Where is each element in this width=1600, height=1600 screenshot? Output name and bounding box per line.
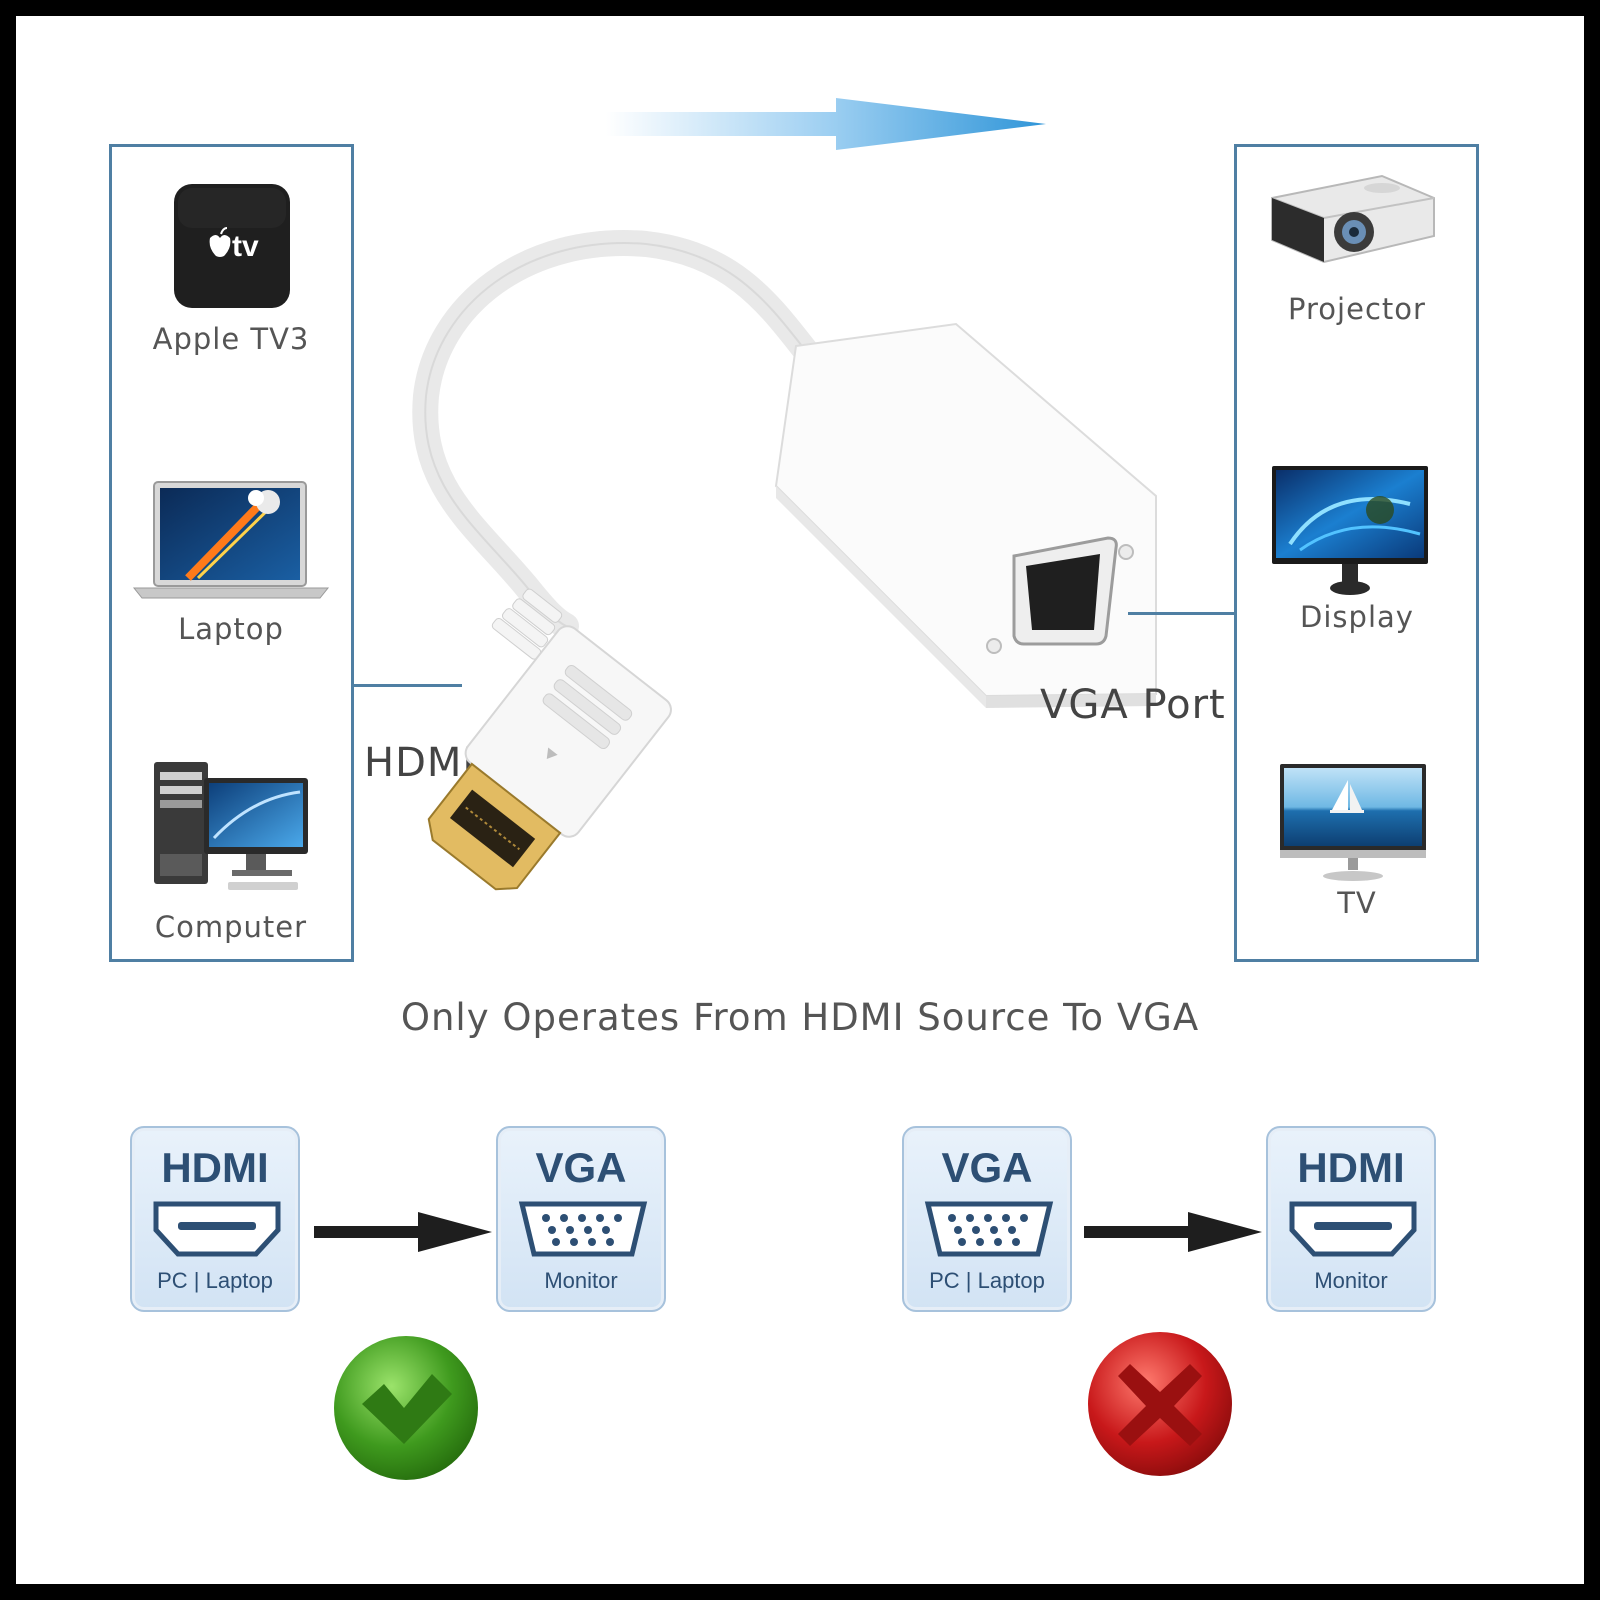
device-label-tv: TV xyxy=(1337,886,1377,920)
card-title: VGA xyxy=(941,1144,1033,1191)
tv-icon xyxy=(1280,764,1426,881)
product-infographic: tv Apple TV3 Laptop xyxy=(16,16,1584,1584)
supported-source-card: HDMI PC | Laptop xyxy=(130,1126,300,1312)
card-subtitle: PC | Laptop xyxy=(157,1268,273,1293)
unsupported-target-card: HDMI Monitor xyxy=(1266,1126,1436,1312)
card-title: VGA xyxy=(535,1144,627,1191)
card-subtitle: Monitor xyxy=(544,1268,618,1293)
unsupported-flow-arrow-icon xyxy=(1084,1212,1262,1252)
card-title: HDMI xyxy=(161,1144,269,1191)
hdmi-port-icon xyxy=(1289,1201,1417,1257)
card-subtitle: PC | Laptop xyxy=(929,1268,1045,1293)
card-subtitle: Monitor xyxy=(1314,1268,1388,1293)
hdmi-connector-line xyxy=(354,684,462,687)
vga-port-icon xyxy=(924,1201,1054,1257)
hdmi-port-icon xyxy=(153,1201,281,1257)
green-check-icon xyxy=(334,1336,478,1480)
hdmi-to-vga-adapter-icon xyxy=(412,230,1157,891)
projector-icon xyxy=(1271,174,1435,264)
red-cross-icon xyxy=(1088,1332,1232,1476)
device-label-apple-tv: Apple TV3 xyxy=(152,322,310,356)
device-label-display: Display xyxy=(1300,600,1414,634)
card-title: HDMI xyxy=(1297,1144,1405,1191)
laptop-icon xyxy=(132,481,330,599)
vga-port-label: VGA Port xyxy=(1040,682,1226,728)
vga-connector-line xyxy=(1128,612,1234,615)
apple-tv-logo-text: tv xyxy=(232,230,259,263)
display-icon xyxy=(1272,466,1428,595)
supported-target-card: VGA Monitor xyxy=(496,1126,666,1312)
direction-caption: Only Operates From HDMI Source To VGA xyxy=(400,996,1200,1039)
unsupported-source-card: VGA PC | Laptop xyxy=(902,1126,1072,1312)
vga-port-icon xyxy=(518,1201,648,1257)
desktop-computer-icon xyxy=(154,762,308,890)
apple-tv-icon: tv xyxy=(174,184,290,308)
supported-flow-arrow-icon xyxy=(314,1212,492,1252)
device-label-laptop: Laptop xyxy=(178,612,284,646)
device-label-computer: Computer xyxy=(154,910,308,944)
direction-arrow-icon xyxy=(606,98,1046,150)
device-label-projector: Projector xyxy=(1288,292,1426,326)
